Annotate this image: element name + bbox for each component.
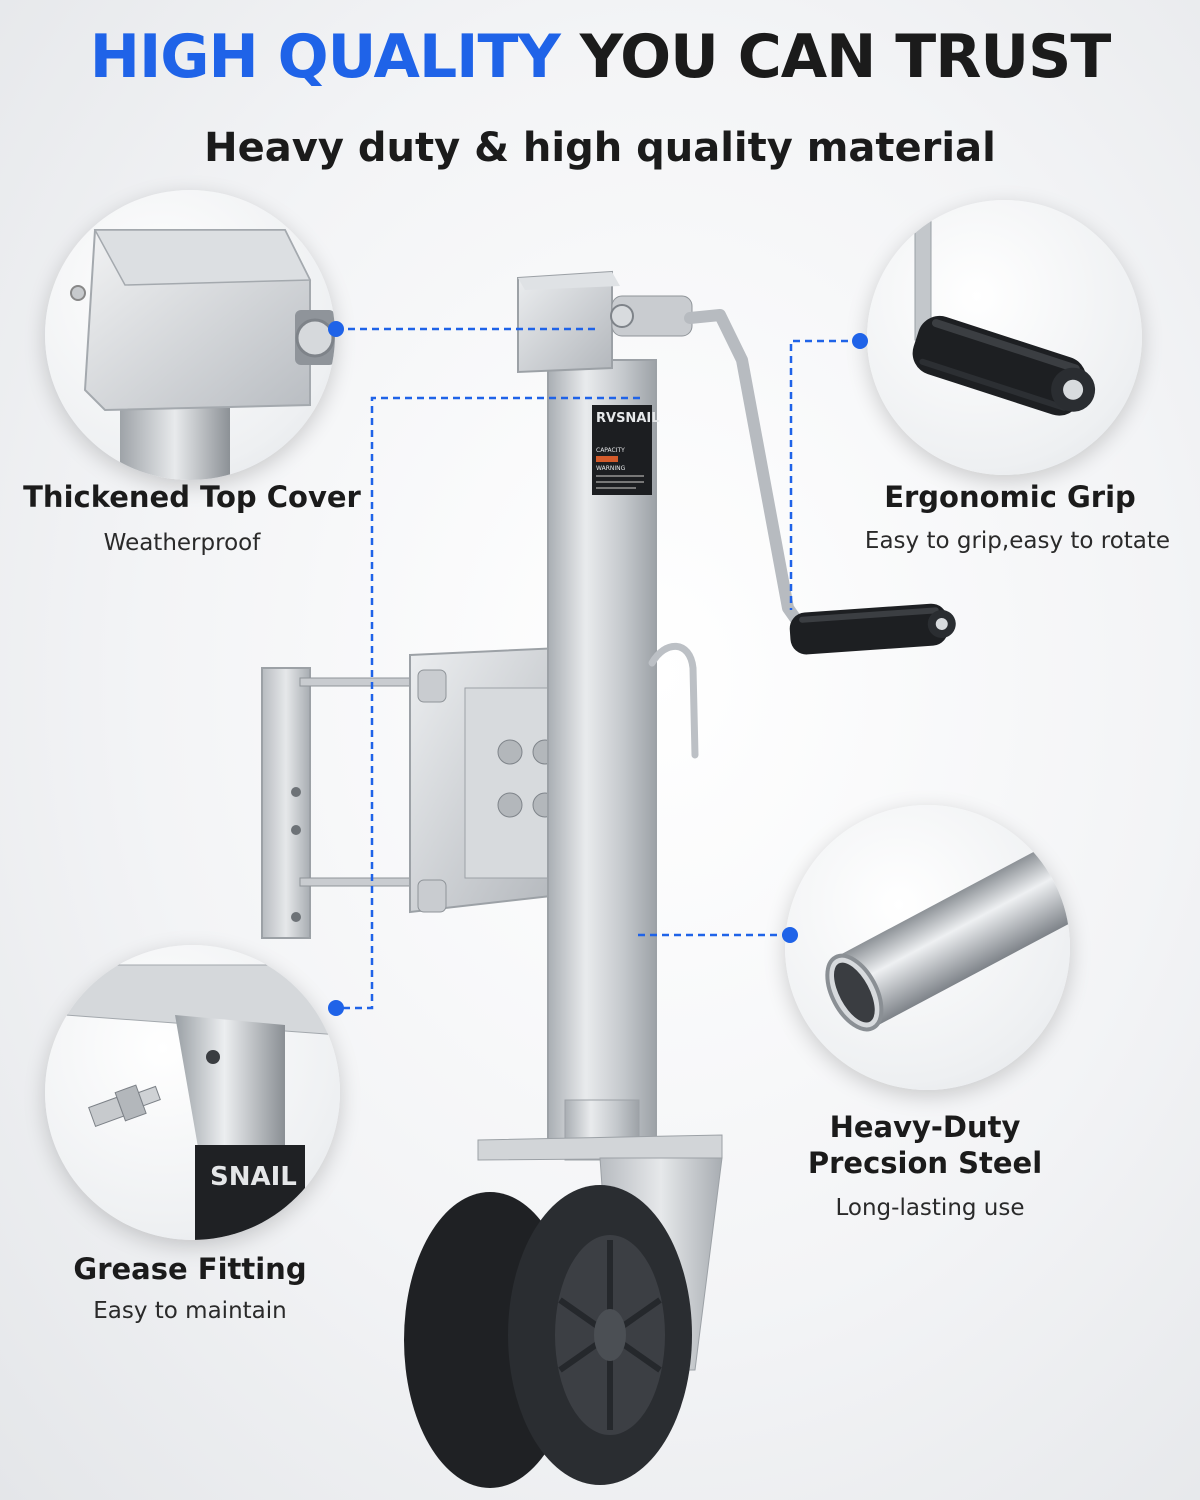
grease-title: Grease Fitting	[73, 1252, 307, 1286]
top-cover-housing	[517, 270, 693, 374]
grease-fitting-detail-circle: SNAIL	[45, 945, 340, 1240]
sticker-capacity-text: CAPACITY	[596, 447, 625, 454]
sticker-warning-text: WARNING	[596, 465, 626, 472]
crank-handle	[684, 309, 956, 655]
mounting-bracket	[261, 646, 561, 939]
callout-connectors	[336, 327, 860, 1010]
callout-dots	[328, 321, 868, 1016]
brand-partial-text: SNAIL	[210, 1162, 297, 1192]
steel-title-line2: Precsion Steel	[807, 1146, 1043, 1180]
steel-subtitle: Long-lasting use	[835, 1195, 1025, 1221]
steel-tube-detail-circle	[785, 805, 1070, 1090]
top-cover-detail-circle	[45, 190, 335, 480]
grip-subtitle: Easy to grip,easy to rotate	[864, 528, 1171, 554]
dual-wheels	[404, 1185, 692, 1488]
headline-rest: YOU CAN TRUST	[579, 22, 1111, 92]
grip-detail-circle	[867, 200, 1142, 475]
subheadline: Heavy duty & high quality material	[204, 125, 996, 171]
brand-text: RVSNAIL	[596, 411, 660, 426]
grip-title: Ergonomic Grip	[884, 480, 1136, 514]
grease-subtitle: Easy to maintain	[93, 1298, 287, 1324]
top-cover-subtitle: Weatherproof	[103, 530, 261, 556]
headline: HIGH QUALITY YOU CAN TRUST	[0, 22, 1200, 92]
headline-accent: HIGH QUALITY	[89, 22, 561, 92]
locking-pin	[648, 642, 699, 759]
steel-title-line1: Heavy-Duty	[829, 1110, 1021, 1144]
top-cover-title: Thickened Top Cover	[23, 480, 361, 514]
product-label-sticker: RVSNAIL CAPACITY WARNING	[592, 405, 660, 495]
